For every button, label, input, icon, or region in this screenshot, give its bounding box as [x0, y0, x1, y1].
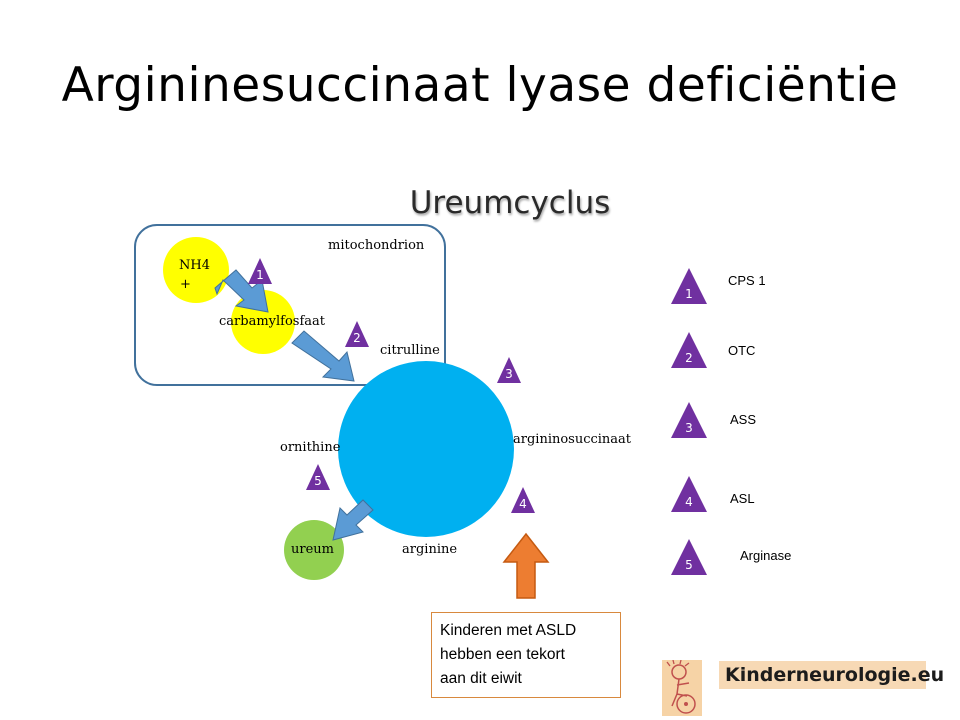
svg-text:3: 3	[685, 421, 693, 435]
highlight-arrow	[502, 532, 550, 599]
svg-text:5: 5	[314, 474, 322, 488]
slide-title: Argininesuccinaat lyase deficiëntie	[61, 58, 899, 113]
citrulline-label: citrulline	[380, 343, 440, 358]
note-line: aan dit eiwit	[440, 670, 522, 687]
legend-item-3: 3 ASS	[671, 402, 756, 438]
svg-text:4: 4	[519, 497, 527, 511]
svg-text:2: 2	[685, 351, 693, 365]
step-2-marker: 2	[345, 321, 369, 347]
legend-item-2: 2 OTC	[671, 332, 755, 368]
logo-figure-icon	[662, 659, 702, 716]
svg-text:1: 1	[685, 287, 693, 301]
arrow-carbamyl-to-cycle	[291, 330, 355, 382]
nh4-charge: +	[180, 277, 191, 292]
nh4-label: NH4	[179, 258, 210, 273]
arrow-cycle-to-urea	[332, 499, 374, 541]
svg-text:ASL: ASL	[730, 491, 755, 506]
step-4-marker: 4	[511, 487, 535, 513]
urea-cycle-node	[338, 361, 514, 537]
legend-item-4: 4 ASL	[671, 476, 755, 512]
ornithine-label: ornithine	[280, 440, 341, 455]
svg-text:2: 2	[353, 331, 361, 345]
diagram-subtitle: Ureumcyclus	[409, 185, 611, 221]
svg-text:ASS: ASS	[730, 412, 756, 427]
asld-note-box: Kinderen met ASLD hebben een tekort aan …	[431, 612, 621, 698]
urea-label: ureum	[291, 542, 334, 557]
nh4-node	[163, 237, 229, 303]
logo-text: Kinderneurologie.eu	[719, 661, 944, 689]
svg-text:Arginase: Arginase	[740, 548, 791, 563]
mitochondrion-compartment	[134, 224, 446, 386]
note-line: Kinderen met ASLD	[440, 622, 577, 639]
svg-text:3: 3	[505, 367, 513, 381]
carbamylfosfaat-label: carbamylfosfaat	[219, 314, 326, 329]
legend-item-5: 5 Arginase	[671, 539, 791, 575]
step-1-marker: 1	[248, 258, 272, 284]
mitochondrion-label: mitochondrion	[328, 238, 425, 253]
svg-text:1: 1	[256, 268, 264, 282]
arrow-nh4-to-carbamyl	[214, 269, 269, 313]
svg-text:CPS 1: CPS 1	[728, 273, 766, 288]
legend-item-1: 1 CPS 1	[671, 268, 766, 304]
note-line: hebben een tekort	[440, 646, 565, 663]
argininosuccinate-label: argininosuccinaat	[513, 432, 632, 447]
svg-text:4: 4	[685, 495, 693, 509]
step-3-marker: 3	[497, 357, 521, 383]
svg-text:5: 5	[685, 558, 693, 572]
arginine-label: arginine	[402, 542, 457, 557]
step-5-marker: 5	[306, 464, 330, 490]
urea-node	[284, 520, 344, 580]
svg-text:OTC: OTC	[728, 343, 755, 358]
